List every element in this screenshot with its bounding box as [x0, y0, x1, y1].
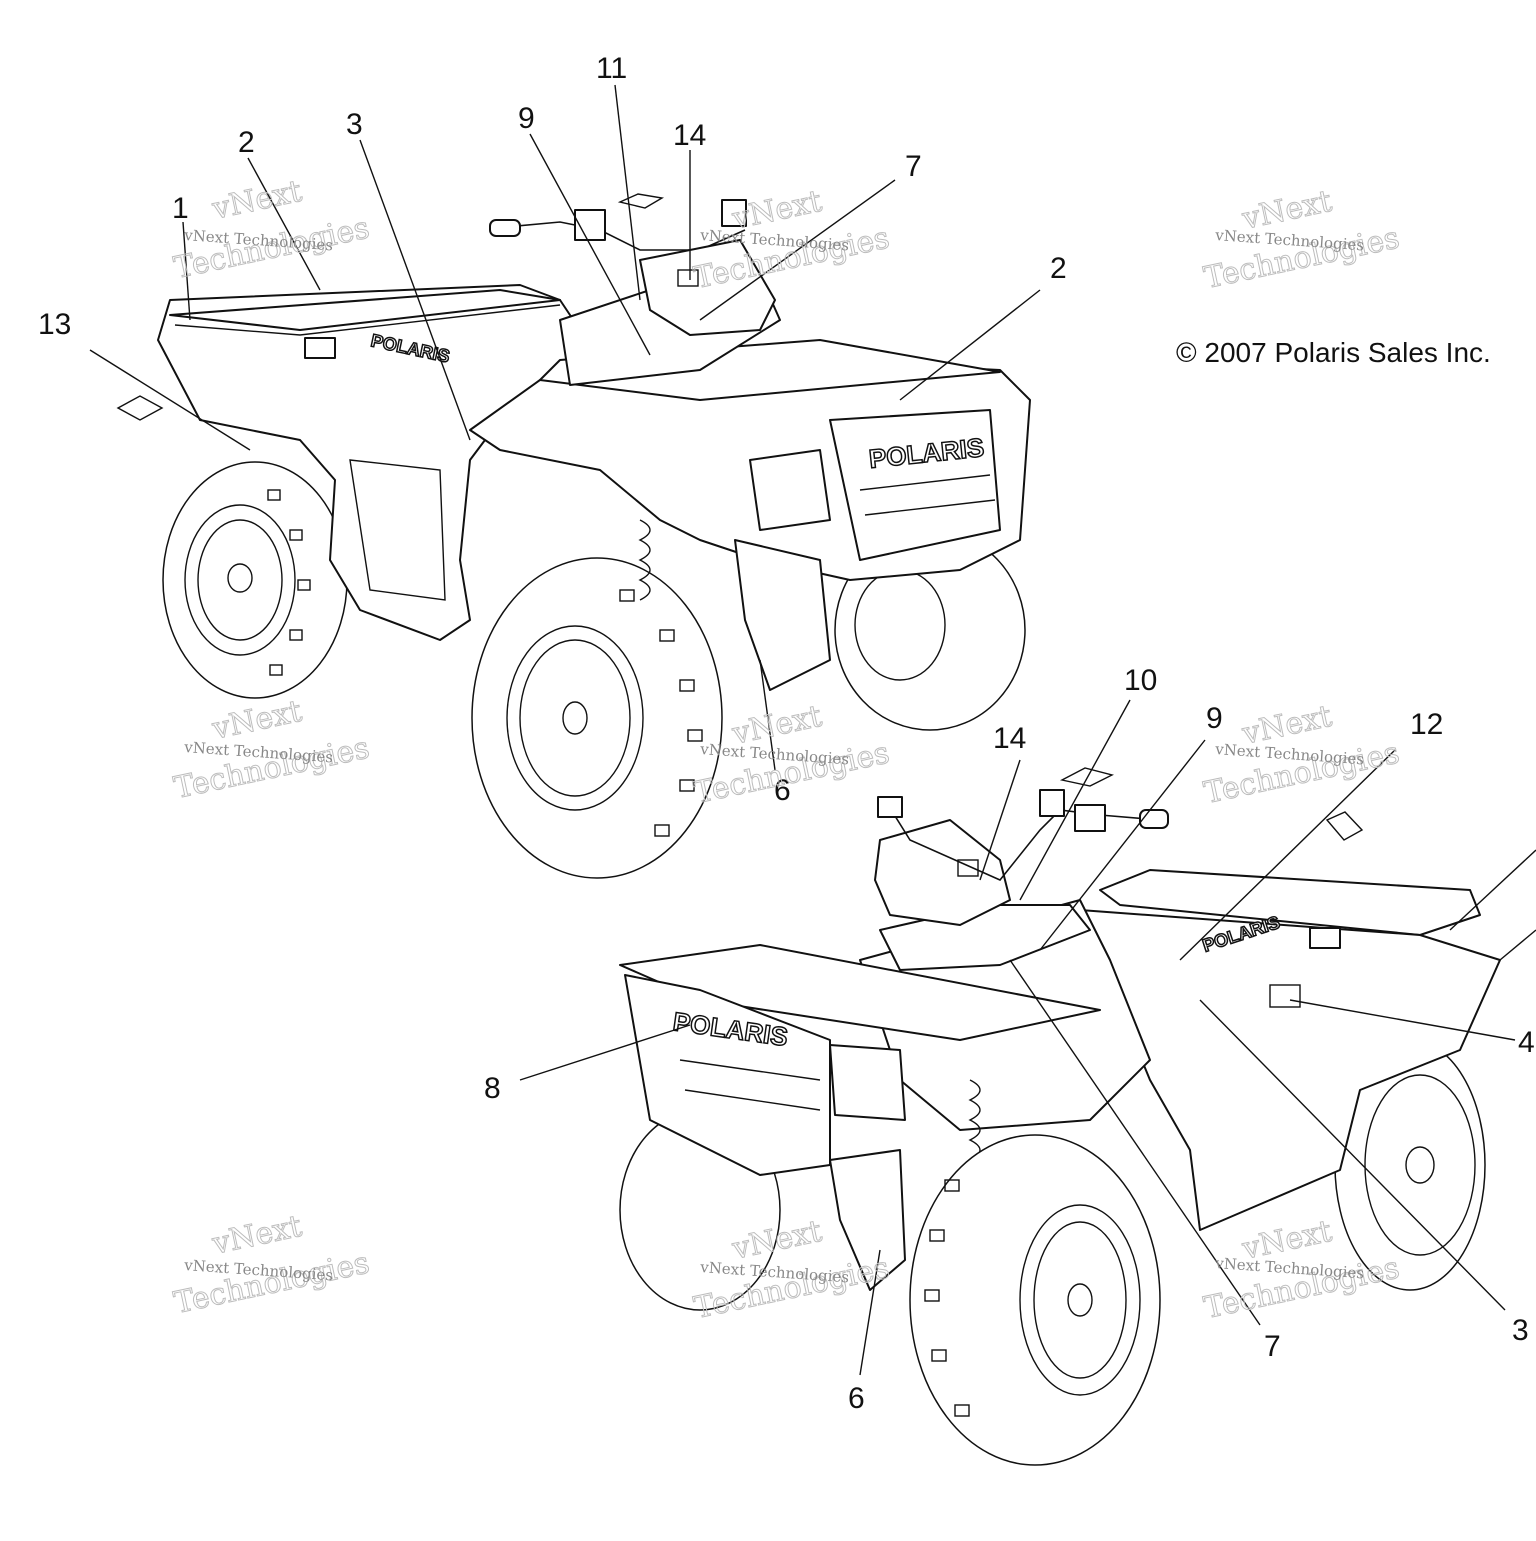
callout-6b: 6: [848, 1382, 865, 1415]
callout-7: 7: [905, 150, 922, 183]
atv-top-illustration: POLARIS POLARIS: [157, 199, 1031, 879]
atv-bottom-illustration: POLARIS POLARIS: [619, 789, 1501, 1466]
svg-text:vNext: vNext: [209, 174, 305, 227]
callout-3b: 3: [1512, 1314, 1529, 1347]
callout-14: 14: [673, 119, 706, 152]
callout-3: 3: [346, 108, 363, 141]
callout-7b: 7: [1264, 1330, 1281, 1363]
callout-8: 8: [484, 1072, 501, 1105]
svg-text:vNext: vNext: [209, 694, 305, 747]
callout-9b: 9: [1206, 702, 1223, 735]
leader-lines: [89, 84, 1536, 1376]
wheel-front-left-bottom: [909, 1134, 1161, 1466]
callout-14b: 14: [993, 722, 1026, 755]
callout-6: 6: [774, 774, 791, 807]
copyright-text: © 2007 Polaris Sales Inc.: [1176, 337, 1491, 368]
callout-2b: 2: [1050, 252, 1067, 285]
callout-2: 2: [238, 126, 255, 159]
decal-10-shape: [1059, 767, 1114, 787]
callout-13: 13: [38, 308, 71, 341]
callouts-bottom: 10 14 9 12 8 4 3 7 6: [484, 664, 1535, 1415]
callout-4: 4: [1518, 1026, 1535, 1059]
callout-11: 11: [596, 52, 627, 85]
callout-12: 12: [1410, 708, 1443, 741]
decal-13-shape: [116, 395, 164, 421]
callouts-top: 1 2 3 9 11 14 7 2 13 6: [38, 52, 1067, 807]
watermark: vNext Technologies: [171, 173, 373, 286]
polaris-front-decal-top: POLARIS: [867, 432, 985, 474]
decal-11-shape: [617, 193, 665, 209]
svg-text:vNext: vNext: [209, 1209, 305, 1262]
callout-1: 1: [172, 192, 189, 225]
decal-12-shape: [1325, 811, 1364, 841]
callout-9: 9: [518, 102, 535, 135]
wheel-rear-left-top: [162, 461, 348, 699]
callout-10: 10: [1124, 664, 1157, 697]
wheel-front-left-top: [471, 557, 723, 879]
